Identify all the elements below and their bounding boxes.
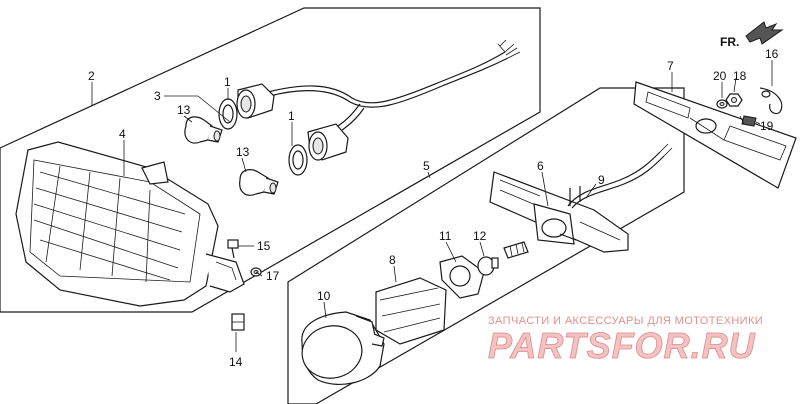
wiring-harness <box>267 39 521 131</box>
bulb-socket-upper <box>236 83 275 119</box>
socket-ring <box>439 255 485 299</box>
callout-2: 2 <box>88 69 95 83</box>
callout-5: 5 <box>423 159 430 173</box>
lens-bracket-clip <box>231 313 245 331</box>
bulb-socket-lower <box>307 123 349 161</box>
callout-12: 12 <box>473 229 487 243</box>
callout-20: 20 <box>713 69 727 83</box>
callout-15: 15 <box>257 239 271 253</box>
front-direction-arrow: FR. <box>720 21 784 49</box>
lamp-housing <box>301 311 385 385</box>
callout-4: 4 <box>119 127 126 141</box>
flat-washer <box>716 99 728 109</box>
socket-gasket-lower <box>288 144 308 176</box>
leader-lines <box>91 60 773 352</box>
bulb-lower <box>239 169 279 196</box>
callout-9: 9 <box>598 173 605 187</box>
wire-clamp <box>759 87 783 115</box>
callout-3: 3 <box>154 89 161 103</box>
lens-screw <box>227 239 239 259</box>
reflector-bracket <box>489 171 629 253</box>
callout-numbers: 1 1 2 3 4 5 6 7 8 9 10 11 12 13 13 14 15… <box>88 47 779 369</box>
callout-19: 19 <box>760 119 774 133</box>
callout-10: 10 <box>317 289 331 303</box>
taillight-assembly-box <box>0 7 541 313</box>
mounting-bolt <box>739 115 757 127</box>
taillight-lens <box>15 141 245 307</box>
socket-gasket-upper <box>218 98 238 130</box>
callout-8: 8 <box>389 253 396 267</box>
license-light-assembly-box <box>287 87 685 404</box>
callout-14: 14 <box>229 355 243 369</box>
callout-18: 18 <box>733 69 747 83</box>
callout-16: 16 <box>765 47 779 61</box>
lens-washer <box>250 267 262 277</box>
callout-13-upper: 13 <box>177 103 191 117</box>
bulb-upper <box>184 116 223 144</box>
callout-13-lower: 13 <box>236 145 250 159</box>
callout-1-lower: 1 <box>288 109 295 123</box>
callout-6: 6 <box>537 159 544 173</box>
license-bulb <box>477 256 499 276</box>
watermark-brand: PARTSFOR.RU <box>488 325 756 366</box>
callout-17: 17 <box>266 269 280 283</box>
callout-7: 7 <box>667 59 674 73</box>
license-bulb-socket <box>503 241 529 259</box>
callout-1-upper: 1 <box>224 75 231 89</box>
lamp-cover <box>375 277 447 345</box>
direction-label: FR. <box>720 35 739 49</box>
license-light-wire <box>567 143 673 209</box>
hex-nut <box>725 93 743 107</box>
callout-11: 11 <box>439 229 452 243</box>
watermark: ЗАПЧАСТИ И АКСЕССУАРЫ ДЛЯ МОТОТЕХНИКИ PA… <box>488 315 763 366</box>
watermark-subtitle: ЗАПЧАСТИ И АКСЕССУАРЫ ДЛЯ МОТОТЕХНИКИ <box>488 315 763 327</box>
